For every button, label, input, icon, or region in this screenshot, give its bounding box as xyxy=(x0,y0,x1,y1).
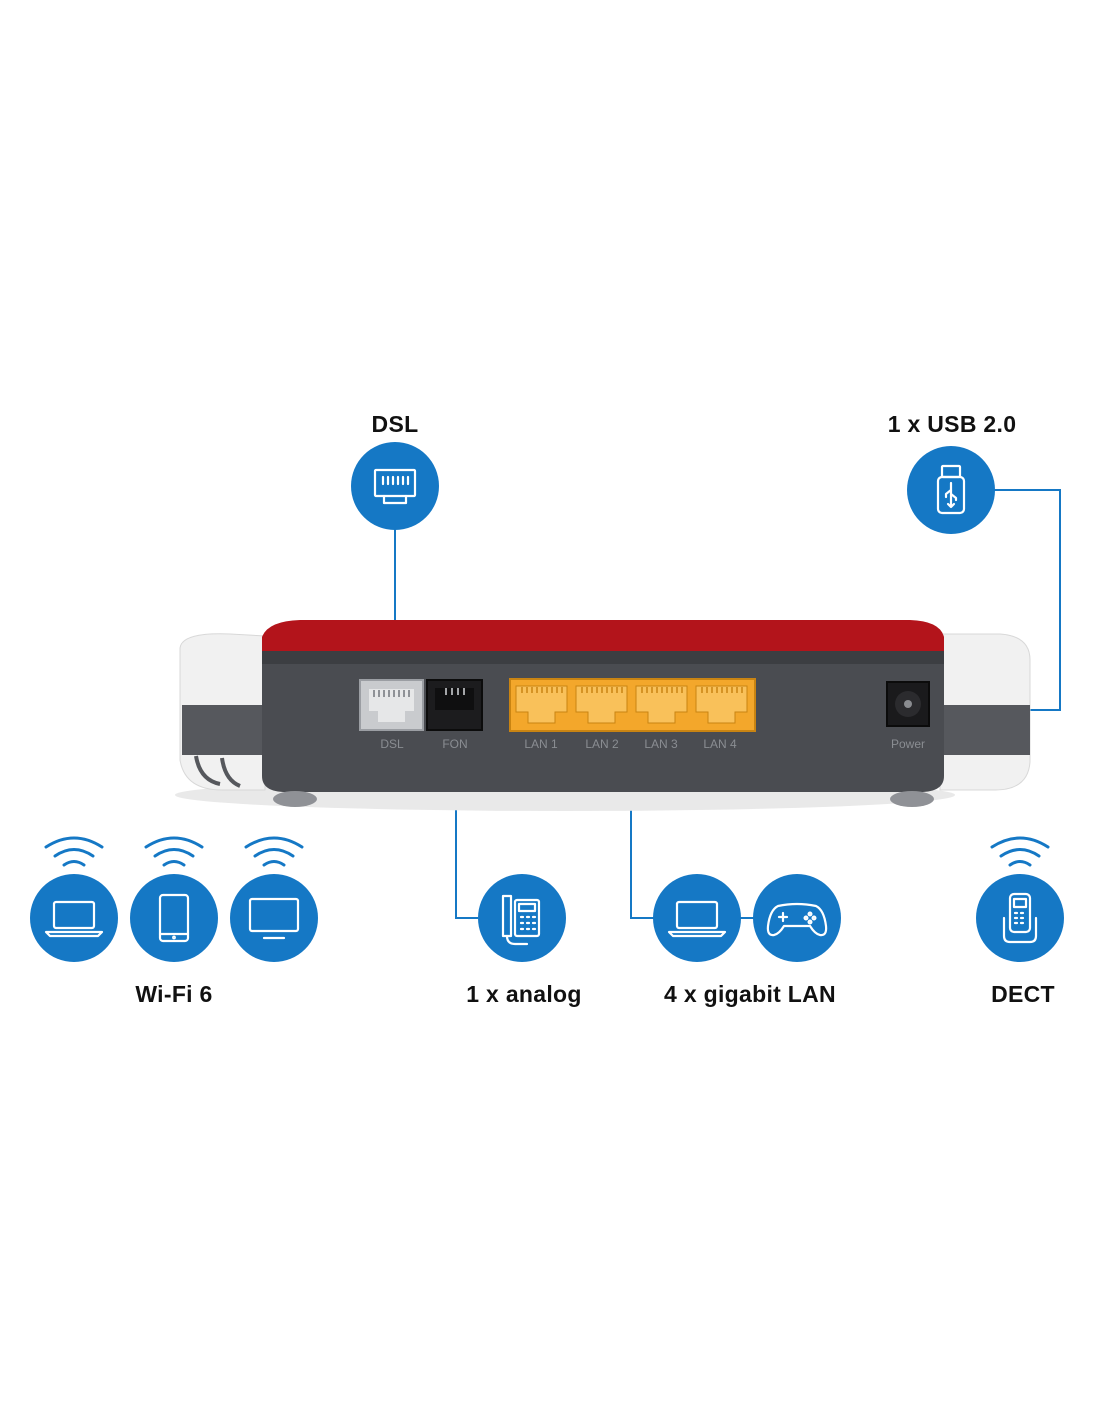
wifi-waves-icon xyxy=(244,836,304,867)
tablet-icon xyxy=(158,893,190,943)
router-foot-right xyxy=(890,791,934,807)
usb-stick-icon xyxy=(936,464,966,515)
router-image xyxy=(175,620,1031,811)
label-lan: 4 x gigabit LAN xyxy=(664,981,836,1007)
wifi-monitor-circle xyxy=(230,874,318,962)
label-wifi: Wi-Fi 6 xyxy=(135,981,213,1007)
icon-circles xyxy=(30,442,1064,962)
wifi-tablet-circle xyxy=(130,874,218,962)
usb-connector-line xyxy=(993,489,1061,711)
lan4-port xyxy=(695,685,748,724)
port-label-lan4: LAN 4 xyxy=(703,737,737,751)
port-label-lan2: LAN 2 xyxy=(585,737,619,751)
port-label-dsl: DSL xyxy=(380,737,404,751)
wifi-laptop-circle xyxy=(30,874,118,962)
port-label-fon: FON xyxy=(442,737,468,751)
monitor-icon xyxy=(248,897,300,940)
ethernet-port-icon xyxy=(373,468,417,505)
dsl-circle xyxy=(351,442,439,530)
wifi-waves-icon xyxy=(44,836,104,867)
port-label-lan3: LAN 3 xyxy=(644,737,678,751)
label-dect: DECT xyxy=(991,981,1055,1007)
desk-phone-icon xyxy=(501,894,541,946)
lan3-port xyxy=(635,685,688,724)
router-top-red xyxy=(262,620,944,652)
label-dsl: DSL xyxy=(371,411,419,437)
lan-laptop-icon xyxy=(667,900,727,938)
lan1-port xyxy=(515,685,568,724)
analog-connector-line xyxy=(455,765,478,919)
lan2-port xyxy=(575,685,628,724)
laptop-icon xyxy=(44,900,104,938)
lan-connector-line xyxy=(630,765,654,919)
router-foot-left xyxy=(273,791,317,807)
port-label-power: Power xyxy=(890,737,926,751)
lan-gamepad-circle xyxy=(753,874,841,962)
lan-laptop-circle xyxy=(653,874,741,962)
lan-ports xyxy=(509,678,756,732)
label-analog: 1 x analog xyxy=(466,981,582,1007)
label-usb: 1 x USB 2.0 xyxy=(887,411,1017,437)
port-label-lan1: LAN 1 xyxy=(524,737,558,751)
wifi-waves-icon xyxy=(990,836,1050,867)
cordless-phone-icon xyxy=(1002,892,1038,944)
wifi-waves-icon xyxy=(144,836,204,867)
gamepad-icon xyxy=(766,902,828,937)
